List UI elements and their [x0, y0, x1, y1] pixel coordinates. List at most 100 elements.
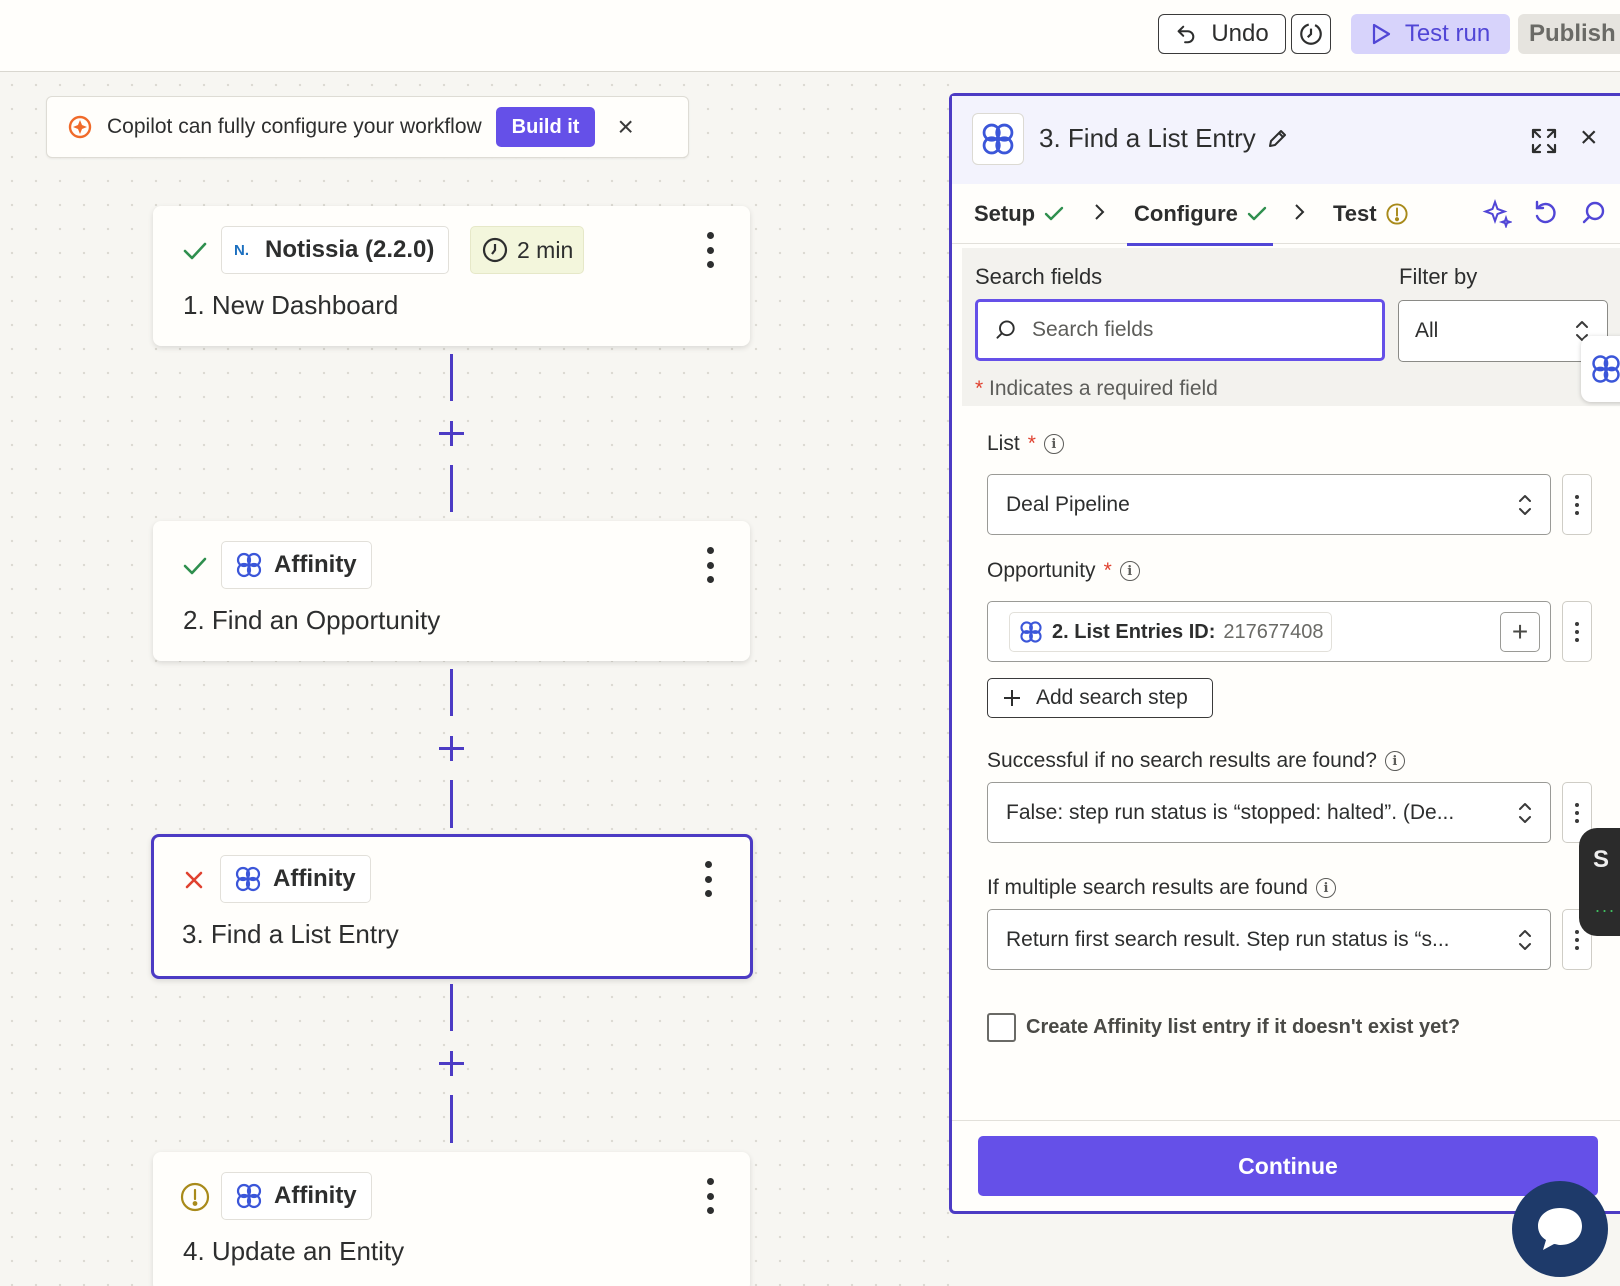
connector-line — [450, 984, 453, 1031]
list-field-label: List * i — [987, 432, 1064, 456]
connector-line — [450, 669, 453, 716]
notissia-logo-icon: N. — [234, 241, 249, 259]
test-run-button[interactable]: Test run — [1351, 14, 1510, 54]
active-tab-indicator — [1127, 243, 1273, 246]
required-note-text: Indicates a required field — [989, 377, 1218, 400]
copilot-icon — [68, 115, 92, 139]
undo-icon — [1177, 25, 1195, 44]
info-icon[interactable]: i — [1384, 751, 1405, 771]
affinity-logo-icon — [236, 1183, 262, 1209]
field-options-button[interactable] — [1562, 474, 1592, 535]
check-icon — [1044, 206, 1064, 221]
multiple-results-value: Return first search result. Step run sta… — [1006, 927, 1450, 951]
check-icon — [1247, 206, 1267, 221]
ai-sparkle-icon[interactable] — [1482, 198, 1512, 228]
app-chip: N. Notissia (2.2.0) — [221, 226, 450, 274]
app-name: Affinity — [274, 1182, 357, 1209]
step-title: 1. New Dashboard — [183, 290, 399, 320]
step-card-4[interactable]: Affinity 4. Update an Entity — [153, 1152, 750, 1286]
connector-line — [450, 465, 453, 512]
tab-setup[interactable]: Setup — [974, 201, 1065, 227]
plus-icon — [1004, 690, 1020, 706]
undo-button[interactable]: Undo — [1158, 14, 1286, 54]
widget-dots: ... — [1595, 896, 1617, 916]
step-menu-icon[interactable] — [702, 1178, 718, 1214]
filter-by-label: Filter by — [1399, 264, 1478, 289]
insert-data-plus-icon[interactable]: + — [1500, 612, 1540, 652]
add-step-plus-icon[interactable] — [436, 418, 467, 449]
affinity-logo-icon — [235, 866, 261, 892]
no-results-select[interactable]: False: step run status is “stopped: halt… — [987, 782, 1551, 843]
close-icon[interactable]: × — [617, 111, 634, 142]
create-entry-checkbox[interactable] — [987, 1013, 1016, 1042]
undo-label: Undo — [1211, 20, 1269, 47]
info-icon[interactable]: i — [1316, 878, 1336, 898]
required-mark: * — [975, 377, 984, 400]
affinity-logo-icon — [1592, 355, 1620, 383]
floating-assistant-widget[interactable]: S ... — [1579, 828, 1620, 936]
refresh-icon[interactable] — [1532, 199, 1560, 227]
field-options-button[interactable] — [1562, 601, 1592, 662]
step-card-2[interactable]: Affinity 2. Find an Opportunity — [153, 521, 750, 661]
step-card-3[interactable]: Affinity 3. Find a List Entry — [151, 834, 753, 979]
chevron-right-icon — [1095, 204, 1105, 220]
token-value: 217677408 — [1223, 620, 1324, 643]
list-select[interactable]: Deal Pipeline — [987, 474, 1551, 535]
step-menu-icon[interactable] — [702, 547, 718, 583]
divider — [952, 1120, 1620, 1121]
chat-bubble-icon — [1538, 1208, 1582, 1250]
search-fields-input-wrapper[interactable] — [975, 299, 1385, 361]
check-icon — [180, 551, 210, 581]
floating-app-tab[interactable] — [1581, 336, 1620, 402]
multiple-results-select[interactable]: Return first search result. Step run sta… — [987, 909, 1551, 970]
tab-label: Test — [1333, 201, 1377, 226]
connector-line — [450, 354, 453, 401]
affinity-logo-icon — [972, 113, 1024, 165]
panel-header: 3. Find a List Entry × — [952, 96, 1620, 184]
pencil-icon[interactable] — [1266, 128, 1288, 150]
continue-button[interactable]: Continue — [978, 1136, 1598, 1196]
step-menu-icon[interactable] — [700, 861, 716, 897]
add-step-plus-icon[interactable] — [436, 1048, 467, 1079]
info-icon[interactable]: i — [1043, 434, 1064, 454]
build-it-button[interactable]: Build it — [495, 107, 596, 147]
add-step-plus-icon[interactable] — [436, 733, 467, 764]
check-icon — [180, 236, 210, 266]
list-value: Deal Pipeline — [1006, 492, 1130, 516]
opportunity-input[interactable]: 2. List Entries ID: 217677408 + — [987, 601, 1551, 662]
create-entry-label: Create Affinity list entry if it doesn't… — [1026, 1016, 1461, 1038]
opportunity-field-label: Opportunity * i — [987, 559, 1140, 583]
error-x-icon — [179, 865, 209, 895]
add-search-step-button[interactable]: Add search step — [987, 678, 1213, 718]
test-run-label: Test run — [1404, 20, 1491, 47]
mapped-value-token[interactable]: 2. List Entries ID: 217677408 — [1009, 612, 1333, 652]
info-icon[interactable]: i — [1119, 561, 1140, 581]
chat-support-button[interactable] — [1512, 1181, 1608, 1277]
step-editor-panel: 3. Find a List Entry × Setup Configure T… — [949, 93, 1620, 1214]
chevron-updown-icon — [1519, 803, 1531, 823]
filter-by-select[interactable]: All — [1398, 300, 1608, 362]
panel-title-text: 3. Find a List Entry — [1039, 123, 1256, 153]
widget-letter: S — [1593, 846, 1610, 873]
close-icon[interactable]: × — [1580, 121, 1598, 154]
panel-title: 3. Find a List Entry — [1039, 123, 1288, 154]
history-icon — [1300, 23, 1322, 45]
step-card-1[interactable]: N. Notissia (2.2.0) 2 min 1. New Dashboa… — [153, 206, 750, 346]
copilot-banner: Copilot can fully configure your workflo… — [46, 96, 689, 158]
search-fields-input[interactable] — [1032, 318, 1362, 342]
affinity-logo-icon — [1020, 621, 1042, 643]
required-note: * Indicates a required field — [975, 377, 1218, 401]
top-toolbar: Undo Test run Publish — [0, 0, 1620, 72]
play-icon — [1372, 23, 1390, 45]
search-icon[interactable] — [1580, 199, 1608, 227]
tab-test[interactable]: Test — [1333, 201, 1409, 227]
tab-configure[interactable]: Configure — [1134, 201, 1268, 227]
required-mark: * — [1103, 559, 1112, 582]
create-entry-row: Create Affinity list entry if it doesn't… — [987, 1013, 1460, 1042]
version-history-button[interactable] — [1291, 14, 1331, 54]
warning-icon — [180, 1182, 210, 1212]
step-menu-icon[interactable] — [702, 232, 718, 268]
expand-icon[interactable] — [1529, 126, 1559, 156]
panel-tabs: Setup Configure Test — [952, 184, 1620, 244]
publish-button[interactable]: Publish — [1518, 14, 1620, 54]
